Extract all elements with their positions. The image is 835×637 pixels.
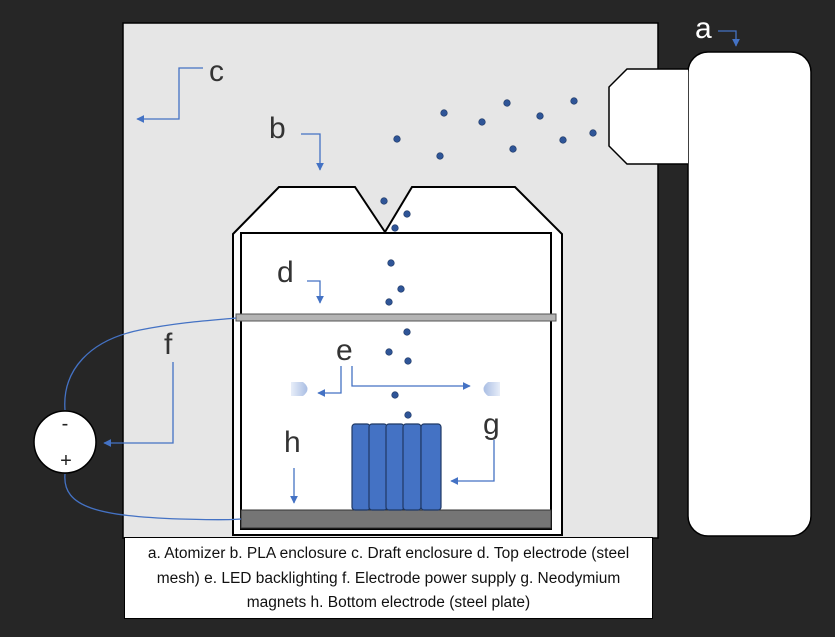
led-lamp-icon — [483, 382, 500, 396]
label-e: e — [336, 334, 353, 367]
arrow-d — [307, 280, 324, 304]
atomizer-body — [687, 51, 812, 537]
label-g: g — [483, 408, 500, 441]
particle — [436, 152, 444, 160]
arrow-b — [301, 133, 324, 171]
particle — [536, 112, 544, 120]
neodymium-magnets — [351, 423, 442, 511]
arrow-c — [136, 67, 203, 123]
label-h: h — [284, 426, 301, 459]
particle — [559, 136, 567, 144]
particle — [570, 97, 578, 105]
particles — [380, 97, 597, 419]
arrow-a — [718, 30, 740, 47]
atomizer-nozzle — [608, 68, 688, 165]
particle — [404, 411, 412, 419]
arrow-g — [450, 440, 495, 485]
label-a: a — [695, 12, 712, 45]
wire-negative — [64, 317, 237, 411]
bottom-electrode-plate — [240, 509, 552, 529]
magnet — [385, 423, 405, 511]
magnet — [402, 423, 422, 511]
particle — [393, 135, 401, 143]
particle — [380, 197, 388, 205]
particle — [391, 391, 399, 399]
particle — [478, 118, 486, 126]
power-supply-minus: - — [62, 413, 69, 435]
power-supply-plus: + — [60, 450, 72, 472]
arrow-e-left — [317, 366, 342, 397]
magnet — [420, 423, 442, 511]
particle — [404, 357, 412, 365]
magnet — [351, 423, 371, 511]
particle — [503, 99, 511, 107]
led-lamp-icon — [291, 382, 308, 396]
particle — [385, 348, 393, 356]
particle — [387, 259, 395, 267]
particle — [440, 109, 448, 117]
label-c: c — [209, 55, 224, 88]
arrow-f — [103, 362, 174, 447]
label-b: b — [269, 112, 286, 145]
label-d: d — [277, 256, 294, 289]
arrow-e-right — [351, 366, 471, 390]
power-supply — [33, 410, 97, 474]
wire-positive — [64, 473, 242, 521]
label-f: f — [164, 328, 173, 361]
particle — [385, 298, 393, 306]
top-electrode-mesh — [235, 313, 557, 322]
particle — [403, 210, 411, 218]
figure-caption: a. Atomizer b. PLA enclosure c. Draft en… — [124, 537, 653, 619]
particle — [509, 145, 517, 153]
particle — [403, 328, 411, 336]
particle — [589, 129, 597, 137]
magnet — [368, 423, 388, 511]
label-arrows — [103, 30, 740, 504]
particle — [397, 285, 405, 293]
particle — [391, 224, 399, 232]
